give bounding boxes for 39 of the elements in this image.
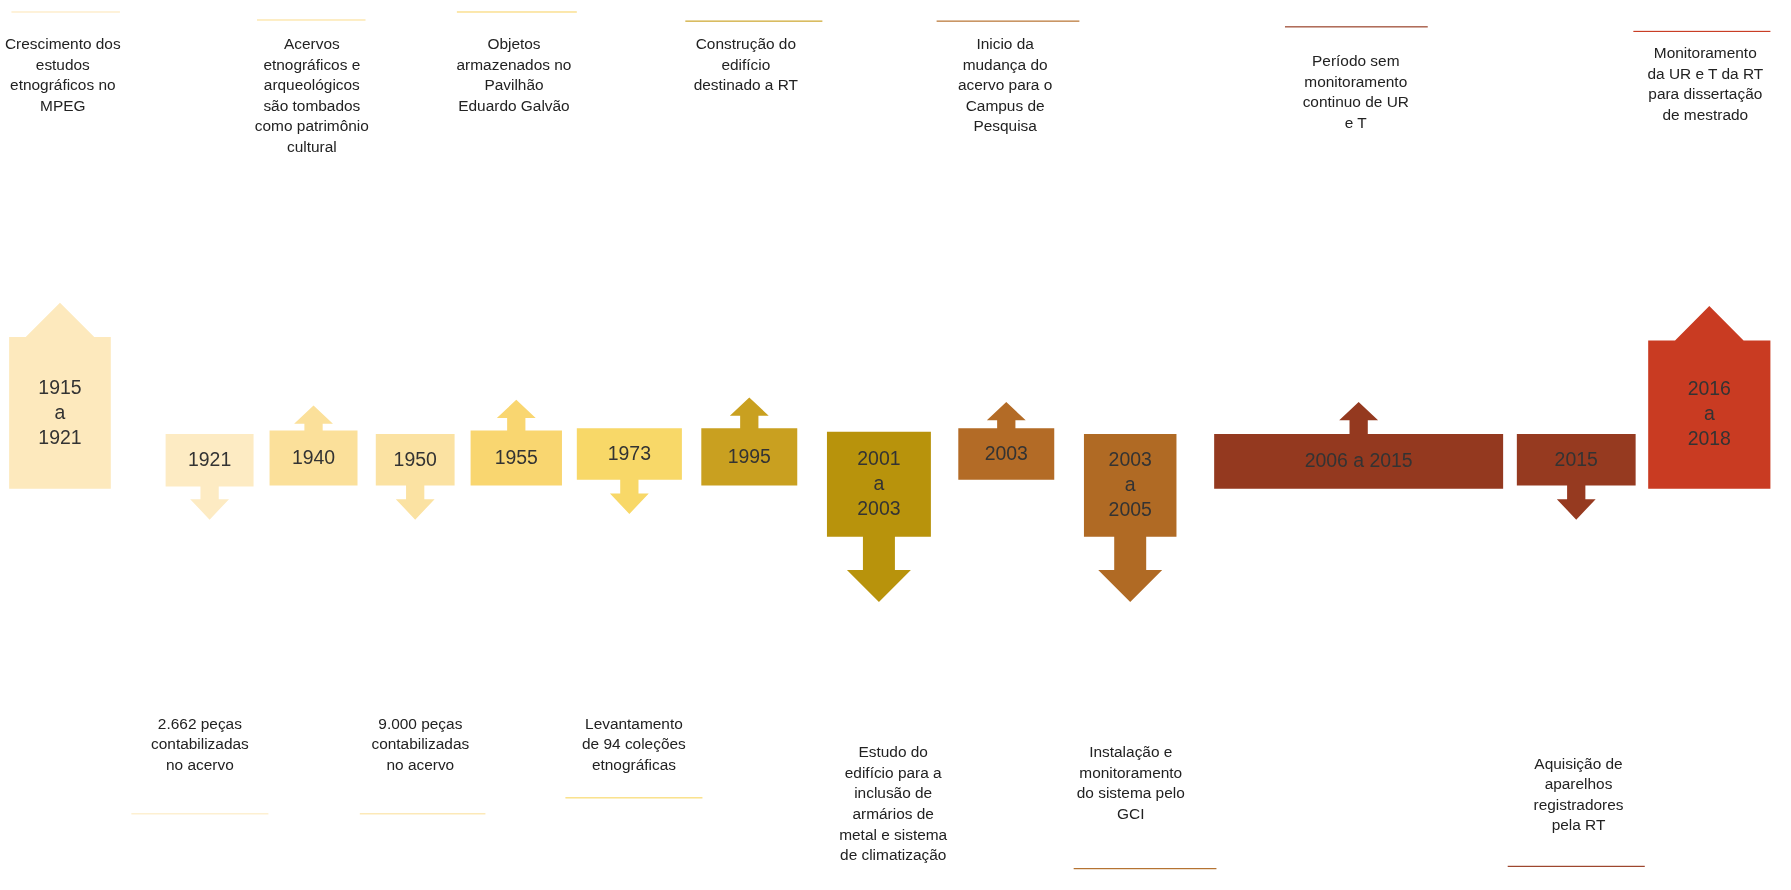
year-label: 2001 a 2003 bbox=[856, 446, 902, 522]
arrow-callout-box bbox=[269, 405, 358, 486]
arrow-callout-box bbox=[701, 397, 798, 486]
year-label: 2006 a 2015 bbox=[1304, 449, 1413, 474]
year-label: 1940 bbox=[291, 445, 336, 471]
event-description: Crescimento dos estudos etnográficos no MPEG bbox=[3, 34, 122, 117]
event-description: Estudo do edifício para a inclusão de armários de metal e sistema de climatização bbox=[838, 742, 949, 866]
arrow-callout-box bbox=[958, 402, 1055, 480]
year-label: 1973 bbox=[607, 441, 651, 467]
year-label: 1950 bbox=[393, 447, 437, 472]
arrow-callout-box bbox=[1214, 402, 1504, 489]
event-description: Acervos etnográficos e arqueológicos são tombados como patrimônio cultural bbox=[253, 34, 370, 158]
year-label: 2003 a 2005 bbox=[1107, 447, 1153, 523]
arrow-callout-box bbox=[576, 428, 682, 514]
event-description: 9.000 peças contabilizadas no acervo bbox=[370, 714, 471, 776]
event-description: Levantamento de 94 coleções etnográficas bbox=[581, 714, 687, 776]
arrow-callout-box bbox=[1516, 434, 1636, 520]
event-description: Aquisição de aparelhos registradores pela RT bbox=[1532, 754, 1625, 836]
arrow-callout-box bbox=[826, 431, 931, 602]
arrow-callout-box bbox=[1083, 434, 1177, 602]
arrow-callout-box bbox=[165, 434, 254, 520]
event-description: Instalação e monitoramento do sistema pelo GCI bbox=[1075, 742, 1186, 825]
arrow-callout-box bbox=[375, 434, 455, 520]
arrow-callout-box bbox=[470, 399, 562, 486]
year-label: 2015 bbox=[1554, 447, 1598, 472]
event-description: Objetos armazenados no Pavilhão Eduardo Galvão bbox=[455, 34, 573, 117]
year-label: 2003 bbox=[984, 441, 1028, 467]
year-label: 1995 bbox=[727, 444, 771, 470]
event-description: 2.662 peças contabilizadas no acervo bbox=[150, 714, 250, 776]
event-description: Construção do edifício destinado a RT bbox=[692, 34, 799, 96]
arrow-callout-box bbox=[9, 302, 111, 489]
year-label: 1915 a 1921 bbox=[37, 375, 83, 451]
year-label: 1955 bbox=[494, 445, 538, 471]
year-label: 1921 bbox=[188, 447, 232, 473]
event-description: Inicio da mudança do acervo para o Campus de Pesquisa bbox=[957, 34, 1054, 137]
arrow-callout-box bbox=[1648, 306, 1771, 489]
event-description: Período sem monitoramento continuo de UR e T bbox=[1301, 51, 1410, 134]
year-label: 2016 a 2018 bbox=[1686, 377, 1732, 453]
event-description: Monitoramento da UR e T da RT para dissertação de mestrado bbox=[1646, 43, 1765, 126]
